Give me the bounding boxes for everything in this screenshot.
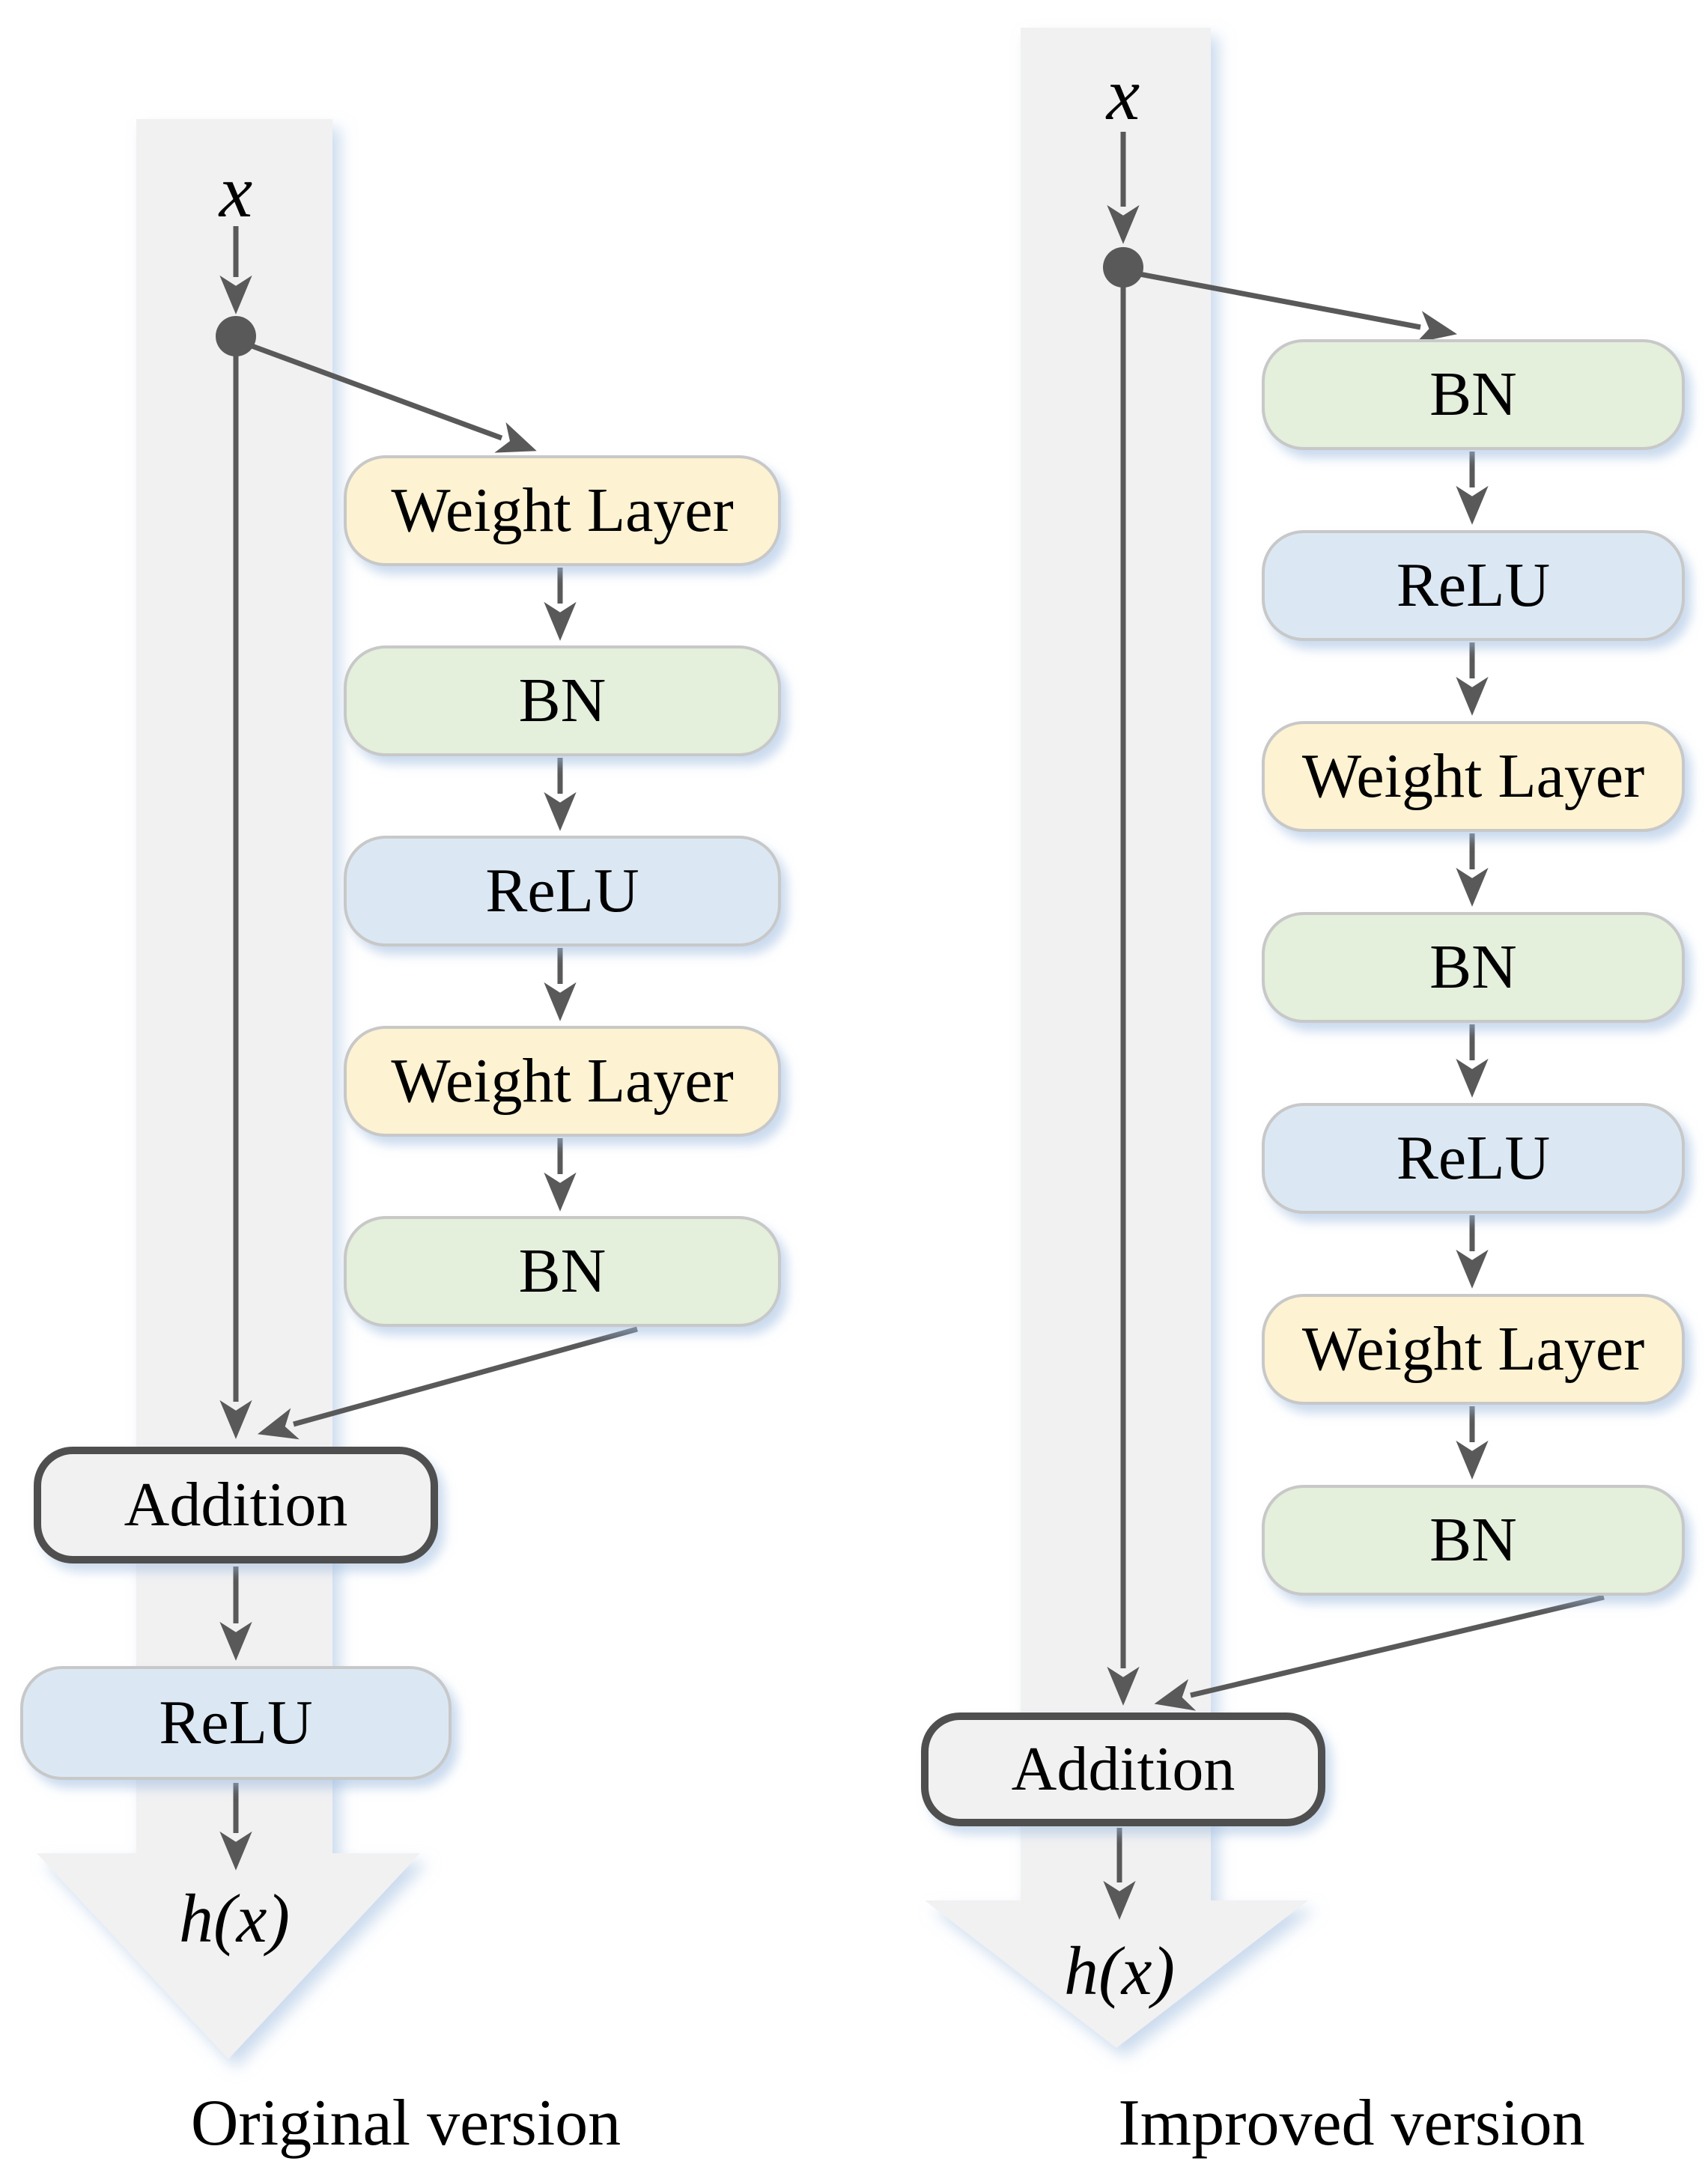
- block-label: BN: [1429, 1505, 1517, 1575]
- block-label: ReLU: [485, 856, 639, 926]
- block-label: BN: [1429, 932, 1517, 1002]
- addition-block: Addition: [921, 1712, 1325, 1826]
- arrow-branch-to-addition: [257, 1326, 638, 1440]
- block-label: Weight Layer: [391, 1046, 734, 1116]
- flow-arrow-original: [37, 119, 420, 2059]
- junction-dot-original: [216, 316, 256, 356]
- relu-block: ReLU: [20, 1666, 452, 1780]
- weight-layer-block: Weight Layer: [344, 455, 781, 566]
- input-label-original: x: [219, 150, 253, 233]
- block-label: Weight Layer: [1301, 741, 1645, 811]
- weight-layer-block: Weight Layer: [1262, 1294, 1685, 1405]
- weight-layer-block: Weight Layer: [344, 1026, 781, 1137]
- flow-arrow-improved: [925, 28, 1308, 2048]
- block-label: BN: [518, 666, 607, 735]
- bn-block: BN: [1262, 1485, 1685, 1596]
- arrow-junction-to-bn: [1139, 271, 1457, 343]
- junction-dot-improved: [1103, 247, 1143, 288]
- relu-block: ReLU: [1262, 1103, 1685, 1214]
- arrow-branch-to-addition: [1154, 1594, 1605, 1711]
- output-label-improved: h(x): [1063, 1933, 1176, 2009]
- block-label: Weight Layer: [1301, 1314, 1645, 1384]
- bn-block: BN: [1262, 912, 1685, 1023]
- block-label: Weight Layer: [391, 475, 734, 545]
- bn-block: BN: [1262, 339, 1685, 450]
- block-label: BN: [1429, 359, 1517, 429]
- caption-improved: Improved version: [1118, 2087, 1585, 2160]
- arrow-junction-to-weight-layer: [238, 338, 537, 453]
- block-label: ReLU: [1396, 1123, 1551, 1193]
- caption-original: Original version: [190, 2087, 621, 2160]
- block-label: Addition: [1011, 1734, 1236, 1804]
- addition-block: Addition: [34, 1447, 438, 1563]
- block-label: ReLU: [1396, 550, 1551, 620]
- bn-block: BN: [344, 645, 781, 756]
- block-label: Addition: [124, 1470, 348, 1540]
- block-label: BN: [518, 1236, 607, 1306]
- weight-layer-block: Weight Layer: [1262, 721, 1685, 832]
- output-label-original: h(x): [178, 1880, 291, 1957]
- block-label: ReLU: [159, 1688, 313, 1757]
- relu-block: ReLU: [1262, 530, 1685, 641]
- bn-block: BN: [344, 1216, 781, 1327]
- input-label-improved: x: [1106, 52, 1140, 136]
- relu-block: ReLU: [344, 836, 781, 946]
